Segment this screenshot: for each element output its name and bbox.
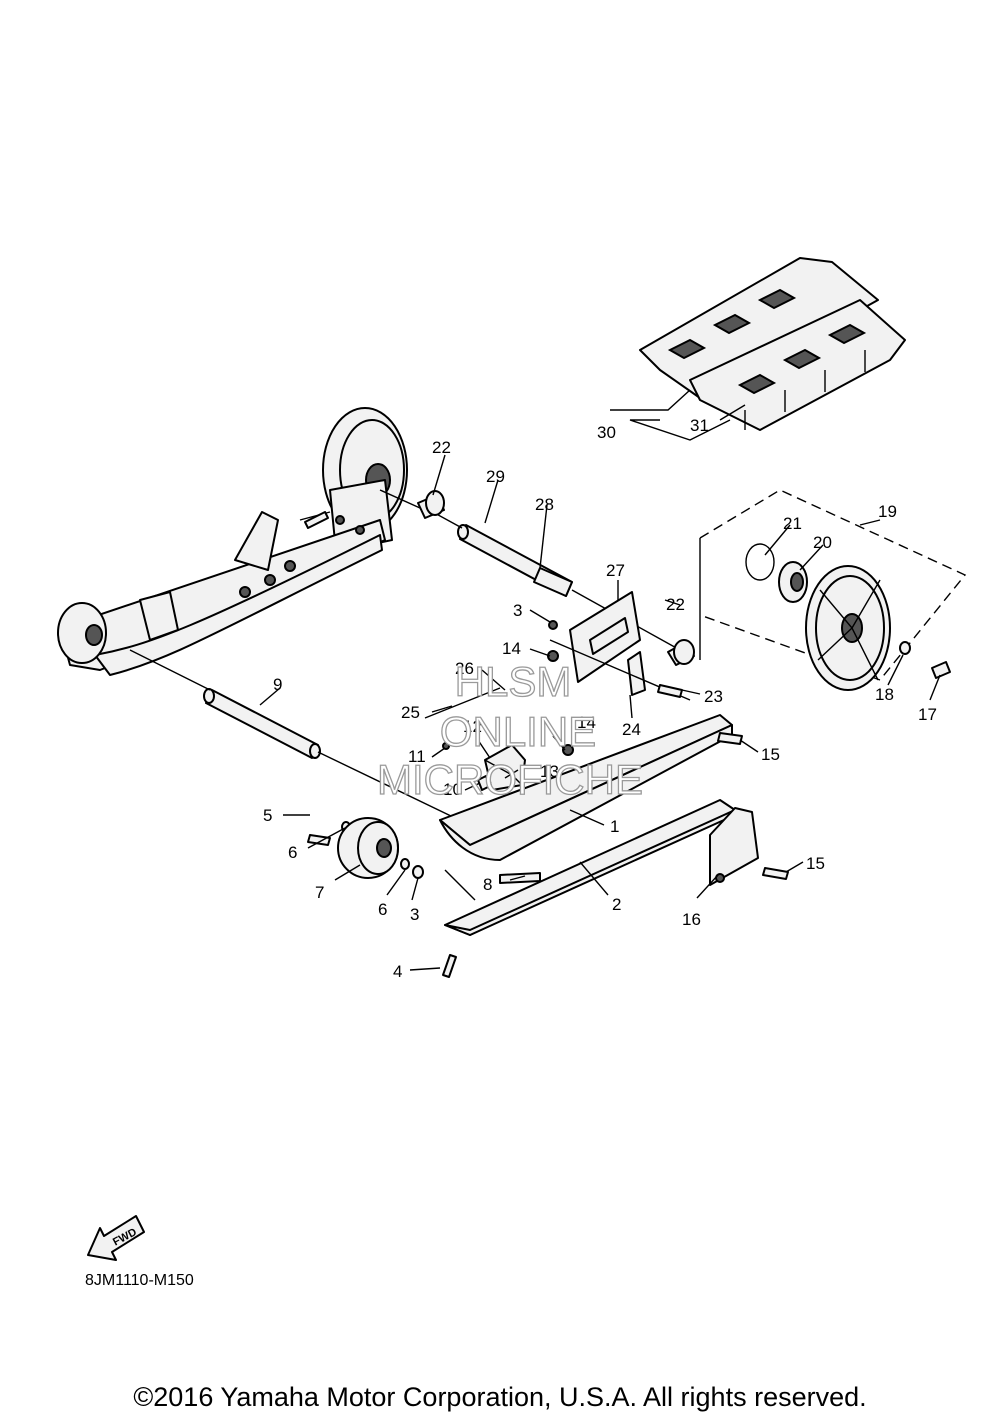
callout-15-top: 15: [761, 745, 780, 764]
callout-17: 17: [918, 705, 937, 724]
callout-22-right: 22: [666, 595, 685, 614]
callout-15-bottom: 15: [806, 854, 825, 873]
callout-20: 20: [813, 533, 832, 552]
callout-1: 1: [610, 817, 619, 836]
callout-12: 12: [463, 717, 482, 736]
callout-7: 7: [315, 883, 324, 902]
guide-wheel: [337, 817, 399, 879]
callout-6-right: 6: [378, 900, 387, 919]
callout-8: 8: [483, 875, 492, 894]
callout-3-top: 3: [513, 601, 522, 620]
watermark-line-1: HLSM: [455, 658, 572, 705]
callout-22-left: 22: [432, 438, 451, 457]
callout-21: 21: [783, 514, 802, 533]
fwd-arrow-icon: FWD: [87, 1215, 145, 1261]
slider-rails: [439, 714, 759, 936]
callout-6-left: 6: [288, 843, 297, 862]
callout-16: 16: [682, 910, 701, 929]
leader-lines: [259, 389, 941, 971]
watermark-line-3: MICROFICHE: [377, 756, 643, 803]
callout-14-top: 14: [502, 639, 521, 658]
bushings: [417, 490, 695, 666]
callout-9: 9: [273, 675, 282, 694]
callout-4: 4: [393, 962, 402, 981]
callout-24: 24: [622, 720, 641, 739]
rubber-block: [477, 744, 526, 791]
watermark-line-2: ONLINE: [440, 708, 596, 755]
callout-30: 30: [597, 423, 616, 442]
callout-2: 2: [612, 895, 621, 914]
diagram-code: 8JM1110-M150: [85, 1272, 194, 1289]
copyright-text: ©2016 Yamaha Motor Corporation, U.S.A. A…: [133, 1382, 867, 1412]
fasteners: [304, 511, 789, 978]
callout-19: 19: [878, 502, 897, 521]
callout-27: 27: [606, 561, 625, 580]
callout-3-bottom: 3: [410, 905, 419, 924]
callout-labels: 1 2 3 3 4 5 6 6 7 8 9 10 11 12 13 14 14 …: [263, 416, 937, 981]
callout-14-mid: 14: [577, 713, 596, 732]
callout-31: 31: [690, 416, 709, 435]
callout-18: 18: [875, 685, 894, 704]
callout-29: 29: [486, 467, 505, 486]
left-rail-assembly: [57, 407, 421, 676]
watermark: HLSM ONLINE MICROFICHE: [376, 657, 643, 803]
callout-28: 28: [535, 495, 554, 514]
callout-23: 23: [704, 687, 723, 706]
callout-25: 25: [401, 703, 420, 722]
callout-10: 10: [443, 780, 462, 799]
callout-5: 5: [263, 806, 272, 825]
callout-13: 13: [540, 762, 559, 781]
callout-11: 11: [408, 747, 426, 766]
track-section: [639, 257, 906, 431]
wheel-group: [699, 489, 967, 691]
callout-26: 26: [455, 659, 474, 678]
